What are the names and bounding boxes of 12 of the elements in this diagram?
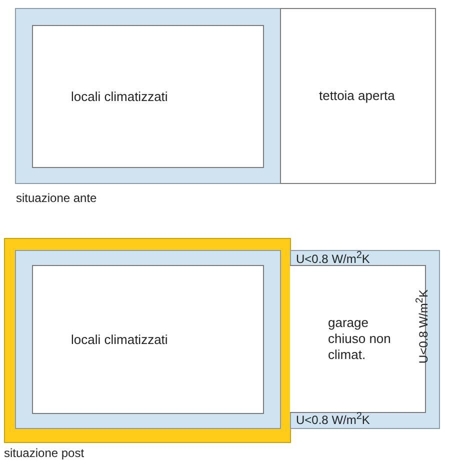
u-value-label: U<0.8 W/m$^{2}$K — [296, 249, 370, 266]
room-box — [290, 265, 426, 413]
caption: situazione ante — [16, 191, 97, 205]
room-label: garage chiuso non climat. — [328, 315, 392, 363]
room-box — [280, 8, 436, 184]
u-value-label: U<0.8 W/m$^{2}$K — [296, 410, 370, 427]
caption: situazione post — [4, 446, 84, 460]
room-label: locali climatizzati — [71, 88, 168, 104]
room-label: tettoia aperta — [319, 88, 395, 104]
room-box — [32, 25, 264, 168]
room-label: locali climatizzati — [71, 332, 168, 348]
room-box — [32, 265, 264, 414]
